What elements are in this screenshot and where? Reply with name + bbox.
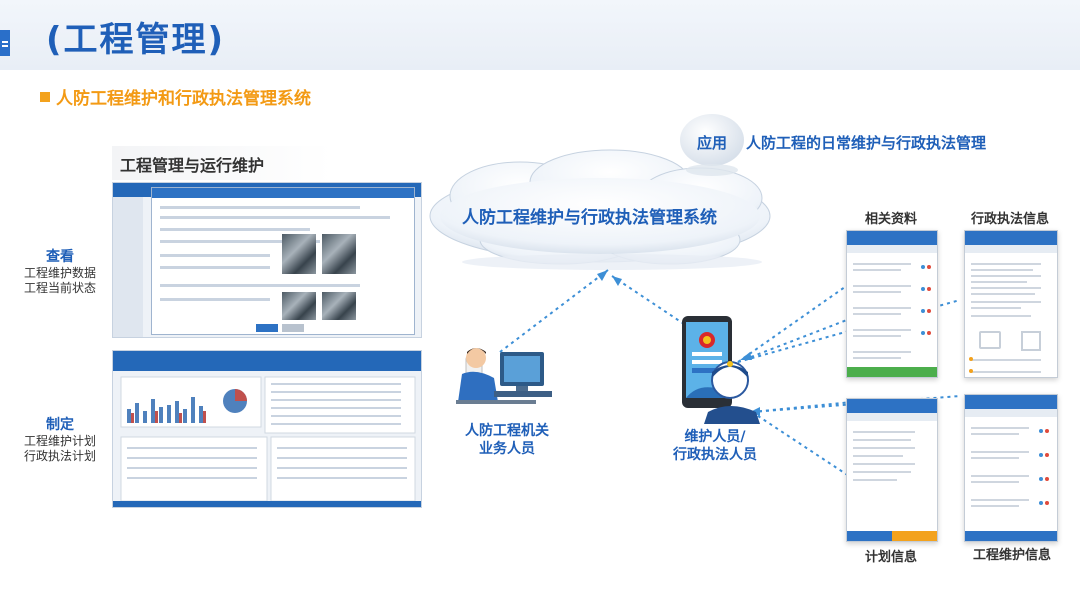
field-staff-line2: 行政执法人员 [673, 447, 757, 463]
view-line1: 工程维护数据 [23, 266, 96, 280]
application-description: 人防工程的日常维护与行政执法管理 [746, 134, 987, 152]
plan-heading: 制定 [46, 417, 74, 433]
office-staff-line2: 业务人员 [479, 441, 535, 457]
phone-enforcement-info [964, 230, 1058, 378]
menu-icon[interactable] [0, 30, 10, 56]
panel-header [112, 146, 332, 180]
phone-label-related: 相关资料 [864, 212, 917, 227]
phone-label-maintenance: 工程维护信息 [972, 548, 1051, 563]
header-band [0, 0, 1080, 70]
phone-related-docs [846, 230, 938, 378]
subtitle-text: 人防工程维护和行政执法管理系统 [56, 89, 311, 109]
page-title: (工程管理) [46, 20, 226, 60]
mobile-phone-icon [682, 316, 732, 408]
cloud-label: 人防工程维护与行政执法管理系统 [462, 208, 717, 228]
view-heading: 查看 [46, 249, 74, 265]
phone-plan-info [846, 398, 938, 542]
office-staff-line1: 人防工程机关 [465, 423, 549, 439]
section-subtitle: 人防工程维护和行政执法管理系统 [40, 84, 311, 109]
field-worker-icon [704, 361, 760, 424]
view-line2: 工程当前状态 [23, 281, 96, 295]
workflow-chart-thumbnail [113, 376, 421, 507]
panel-title: 工程管理与运行维护 [120, 156, 265, 175]
phone-label-plan: 计划信息 [864, 550, 917, 565]
application-tag: 应用 [697, 134, 728, 152]
bullet-square-icon [40, 91, 50, 102]
field-staff-line1: 维护人员/ [684, 429, 746, 445]
maintenance-screenshot [112, 182, 422, 338]
phone-maintenance-info [964, 394, 1058, 542]
connector-lines [499, 269, 961, 479]
phone-label-enforcement: 行政执法信息 [970, 212, 1049, 227]
office-worker-icon [456, 348, 552, 404]
workflow-screenshot [112, 350, 422, 508]
plan-line2: 行政执法计划 [23, 449, 96, 463]
plan-line1: 工程维护计划 [23, 434, 96, 448]
application-bubble [680, 114, 744, 176]
